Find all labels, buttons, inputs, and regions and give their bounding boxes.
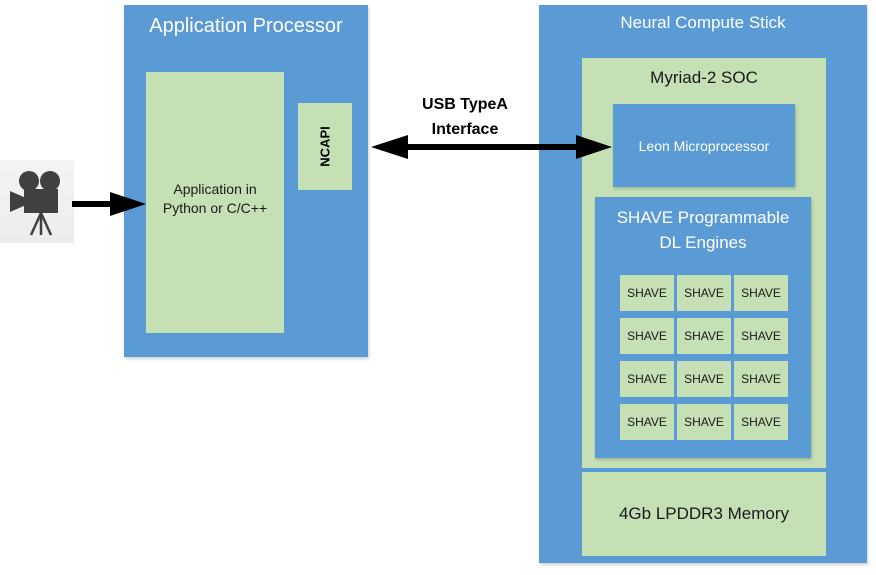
video-camera-icon: [10, 170, 60, 236]
shave-cell: SHAVE: [620, 404, 674, 440]
shave-cell: SHAVE: [734, 404, 788, 440]
shave-cell: SHAVE: [734, 361, 788, 397]
shave-cell: SHAVE: [677, 318, 731, 354]
neural-compute-stick-title: Neural Compute Stick: [620, 13, 786, 32]
neural-compute-stick: Neural Compute Stick Myriad-2 SOC Leon M…: [539, 5, 867, 563]
shave-title-line2: DL Engines: [659, 233, 747, 252]
shave-cell: SHAVE: [677, 361, 731, 397]
usb-interface-label: USB TypeA Interface: [395, 92, 535, 142]
application-processor: Application Processor Application in Pyt…: [124, 5, 368, 357]
lpddr3-memory: 4Gb LPDDR3 Memory: [582, 472, 826, 556]
myriad-soc: Myriad-2 SOC Leon Microprocessor SHAVE P…: [582, 58, 826, 468]
memory-label: 4Gb LPDDR3 Memory: [618, 504, 790, 523]
application-label-line2: Python or C/C++: [162, 199, 268, 216]
shave-cell: SHAVE: [620, 275, 674, 311]
usb-label-line1: USB TypeA: [422, 96, 508, 113]
ncapi-label: NCAPI: [317, 126, 333, 167]
shave-grid: SHAVE SHAVE SHAVE SHAVE SHAVE SHAVE SHAV…: [620, 275, 789, 440]
application-processor-title: Application Processor: [149, 15, 343, 37]
application-label-line1: Application in: [173, 180, 257, 197]
shave-cell: SHAVE: [734, 275, 788, 311]
shave-cell: SHAVE: [677, 404, 731, 440]
camera-source: [0, 160, 74, 243]
shave-engines-block: SHAVE Programmable DL Engines SHAVE SHAV…: [595, 197, 811, 458]
shave-cell: SHAVE: [620, 318, 674, 354]
leon-microprocessor: Leon Microprocessor: [613, 104, 795, 187]
usb-label-line2: Interface: [431, 121, 499, 138]
shave-title-line1: SHAVE Programmable: [616, 208, 790, 227]
ncapi-box: NCAPI: [298, 103, 352, 190]
shave-cell: SHAVE: [620, 361, 674, 397]
leon-label: Leon Microprocessor: [638, 137, 770, 154]
application-box: Application in Python or C/C++: [146, 72, 284, 333]
shave-cell: SHAVE: [677, 275, 731, 311]
myriad-soc-title: Myriad-2 SOC: [650, 68, 758, 87]
shave-block-title: SHAVE Programmable DL Engines: [595, 205, 811, 255]
shave-cell: SHAVE: [734, 318, 788, 354]
